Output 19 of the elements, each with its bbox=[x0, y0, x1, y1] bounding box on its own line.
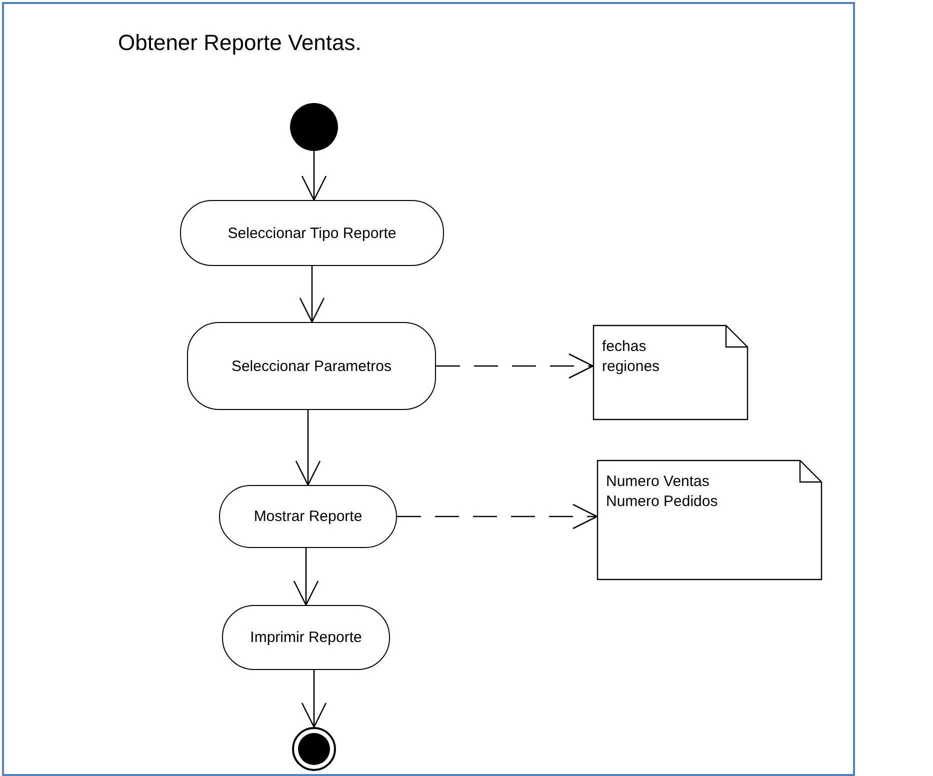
diagram-title: Obtener Reporte Ventas. bbox=[118, 30, 362, 56]
action-label: Seleccionar Parametros bbox=[231, 358, 392, 374]
arrow bbox=[301, 670, 327, 728]
note-text: Numero Ventas Numero Pedidos bbox=[606, 472, 719, 512]
action-label: Mostrar Reporte bbox=[254, 508, 362, 525]
note bbox=[593, 325, 748, 420]
initial-node bbox=[290, 103, 338, 151]
arrow bbox=[301, 151, 327, 201]
dashed-arrow bbox=[397, 504, 598, 530]
final-node bbox=[292, 727, 336, 771]
action-node bbox=[187, 322, 436, 410]
arrow bbox=[293, 548, 319, 606]
arrow bbox=[299, 266, 325, 323]
action-label: Imprimir Reporte bbox=[250, 629, 362, 646]
action-label: Seleccionar Tipo Reporte bbox=[228, 224, 396, 242]
dashed-arrow bbox=[436, 353, 594, 379]
note-text: fechas regiones bbox=[602, 337, 661, 377]
arrow bbox=[295, 410, 321, 486]
note bbox=[597, 460, 822, 580]
